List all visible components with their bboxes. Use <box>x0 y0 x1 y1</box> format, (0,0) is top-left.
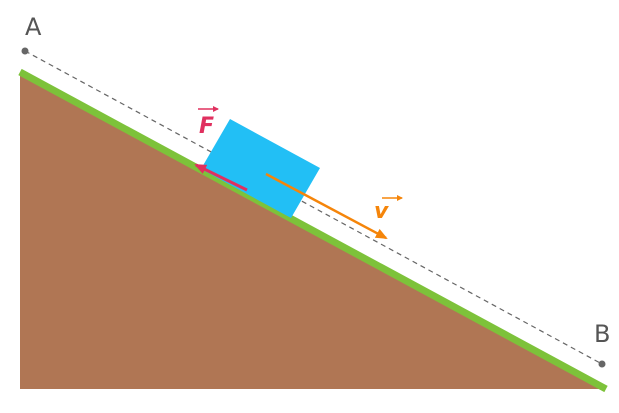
point-b-marker <box>598 360 606 368</box>
force-label-group: F <box>198 106 219 139</box>
velocity-arrow <box>265 172 388 240</box>
force-arrow <box>194 163 248 192</box>
incline-surface <box>18 68 608 393</box>
point-b-label: B <box>594 320 610 348</box>
reference-line-ab <box>24 50 603 365</box>
force-label: F <box>199 114 214 139</box>
velocity-label-group: v <box>374 195 403 224</box>
point-a-marker <box>21 47 29 55</box>
velocity-label: v <box>374 199 389 224</box>
point-a-label: A <box>25 13 42 41</box>
sliding-block <box>201 119 320 218</box>
